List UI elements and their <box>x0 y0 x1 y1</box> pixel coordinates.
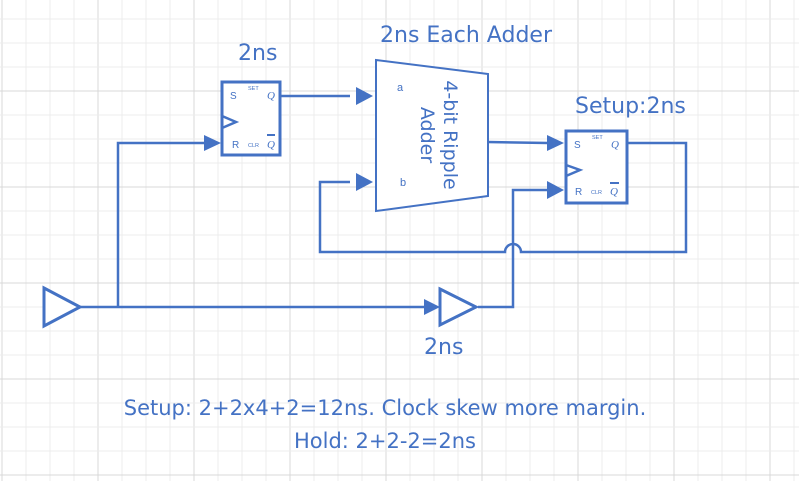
ff2-pin-r: R <box>575 187 582 198</box>
wire-feedback <box>318 141 688 254</box>
ripple-adder[interactable]: a b 4-bit Ripple Adder <box>375 58 489 213</box>
wire-clock-ff1 <box>116 141 205 307</box>
arrowhead-buffer-in <box>424 299 440 315</box>
adder-title-line1: 4-bit Ripple <box>439 80 461 189</box>
clock-input-icon <box>565 163 584 178</box>
label-buffer-delay: 2ns <box>424 335 463 360</box>
arrowhead-ff2-r <box>547 181 564 199</box>
label-ff1-delay: 2ns <box>238 41 277 66</box>
flipflop-1[interactable]: S SET Q R CLR Q <box>220 80 282 157</box>
note-setup: Setup: 2+2x4+2=12ns. Clock skew more mar… <box>124 396 647 420</box>
wire-adder-out-ff2-s <box>486 140 549 145</box>
delay-buffer-triangle[interactable] <box>438 286 480 328</box>
arrowhead-ff1-r <box>204 135 221 151</box>
ff2-pin-s: S <box>574 140 581 151</box>
adder-pin-a: a <box>397 82 404 94</box>
label-adder-delay: 2ns Each Adder <box>380 23 553 48</box>
arrowhead-adder-b <box>356 173 373 191</box>
adder-title-line2: Adder <box>416 107 438 163</box>
label-ff2-setup: Setup:2ns <box>575 94 686 119</box>
flipflop-2[interactable]: S SET Q R CLR Q <box>564 129 629 205</box>
ff1-pin-q: Q <box>267 90 275 102</box>
clock-input-icon <box>221 114 240 130</box>
ff2-pin-q: Q <box>611 139 619 151</box>
arrowhead-ff2-s <box>547 135 564 151</box>
wire-buffer-ff2-clk <box>478 188 548 309</box>
arrowheads <box>204 87 564 315</box>
clock-source-triangle[interactable] <box>42 285 84 329</box>
adder-pin-b: b <box>400 177 406 189</box>
arrowhead-adder-a <box>356 87 373 105</box>
ff1-pin-s: S <box>230 91 237 102</box>
wires <box>80 94 688 309</box>
ff2-pin-clr: CLR <box>591 190 602 196</box>
ff1-pin-clr: CLR <box>248 143 259 149</box>
ff1-pin-qbar: Q <box>267 139 275 151</box>
note-hold: Hold: 2+2-2=2ns <box>294 429 476 453</box>
ff2-pin-qbar: Q <box>610 186 618 198</box>
ff2-pin-set: SET <box>592 135 603 141</box>
ff1-pin-r: R <box>232 140 239 151</box>
ff1-pin-set: SET <box>248 86 259 92</box>
